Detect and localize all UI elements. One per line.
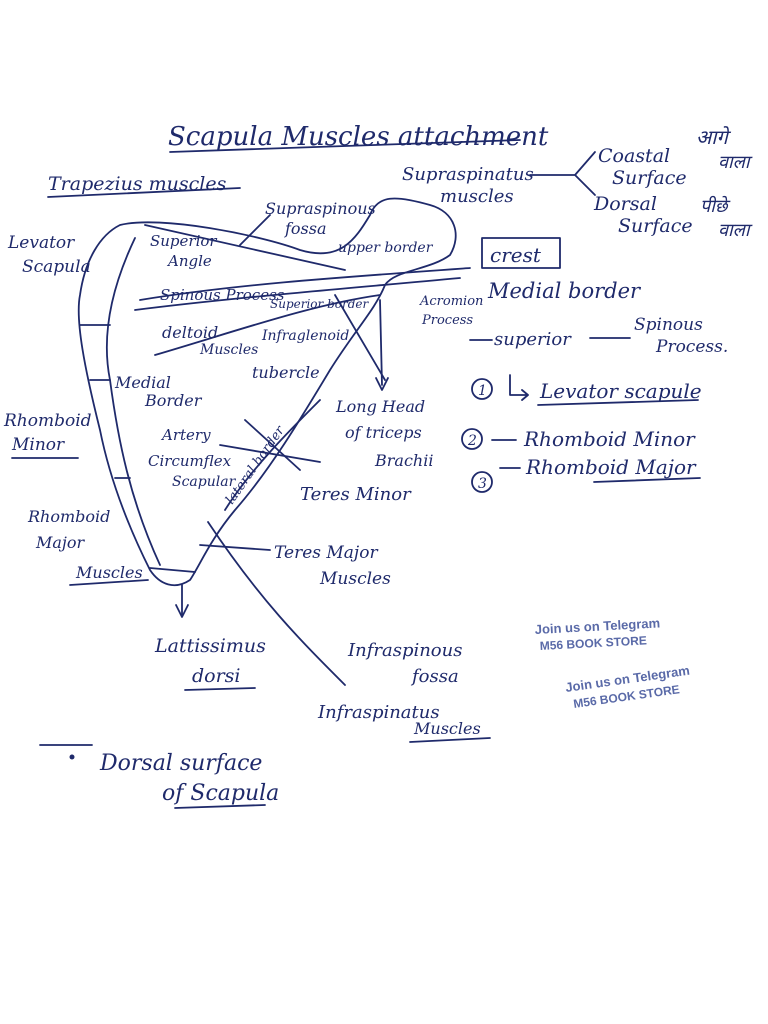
label-coastal-1: Coastal — [598, 145, 670, 167]
arrow-levator — [509, 374, 529, 401]
label-levator-2: Scapula — [22, 257, 91, 277]
supraspinatus-branch — [529, 151, 596, 196]
label-acromion-2: Process — [421, 313, 473, 328]
footer-line-1: Dorsal surface — [99, 751, 262, 776]
deltoid-line — [154, 294, 381, 356]
medial-list-item-1: Levator scapule — [539, 379, 702, 403]
medial-list-item-2: Rhomboid Minor — [523, 427, 696, 451]
label-dorsal-hindi-2: वाला — [718, 220, 753, 241]
medial-list-item-3: Rhomboid Major — [525, 455, 697, 479]
label-superior-angle-1: Superior — [150, 232, 217, 250]
rhomboid-major-underline — [69, 579, 149, 586]
medial-list-num-3: 3 — [478, 476, 487, 492]
label-artery-3: Scapular — [172, 474, 237, 490]
footer-line-2: of Scapula — [162, 781, 279, 806]
supraspinous-pointer — [239, 214, 271, 246]
long-head-arrowhead — [375, 377, 389, 391]
stamp-store-1: M56 BOOK STORE — [539, 633, 647, 653]
label-spinous-process: Spinous Process — [160, 286, 285, 304]
label-rhomboid-major-3: Muscles — [75, 563, 143, 582]
medial-list-num-2: 2 — [467, 433, 477, 449]
label-latissimus-2: dorsi — [192, 665, 241, 687]
inferior-angle-line — [149, 567, 196, 573]
label-teres-major-1: Teres Major — [274, 543, 378, 563]
label-rhomboid-minor-2: Minor — [11, 435, 65, 455]
label-rhomboid-major-2: Major — [35, 533, 86, 552]
label-infraspinous-fossa-2: fossa — [410, 666, 459, 687]
label-medial-left-1: Medial — [114, 373, 171, 392]
teres-major-pointer — [199, 544, 271, 551]
label-deltoid-1: deltoid — [162, 323, 218, 342]
label-infraspinatus-2: Muscles — [413, 719, 481, 738]
label-coastal-hindi-2: वाला — [718, 152, 753, 173]
label-medial-border-head: Medial border — [487, 279, 642, 303]
lateral-border-line — [224, 399, 321, 511]
label-dorsal-hindi-1: पीछे — [700, 195, 731, 217]
crest-box — [481, 237, 561, 269]
title-underline — [169, 139, 521, 153]
stamp-telegram-1: Join us on Telegram — [534, 615, 660, 637]
label-lateral-border: lateral border — [223, 423, 288, 507]
long-head-arrow — [379, 299, 383, 386]
infraspinatus-line — [207, 521, 346, 686]
label-crest: crest — [490, 243, 542, 267]
page-title: Scapula Muscles attachment — [168, 122, 549, 152]
medial-list-dashes — [469, 337, 631, 341]
trapezius-underline — [47, 187, 241, 198]
label-infraspinous-fossa-1: Infraspinous — [347, 640, 462, 661]
label-dorsal-1: Dorsal — [593, 193, 657, 215]
latissimus-arrowhead — [175, 604, 189, 618]
label-superior-border: Superior border — [270, 297, 370, 311]
label-trapezius: Trapezius muscles — [48, 173, 227, 195]
scapula-outline — [77, 197, 457, 587]
trapezius-pointer — [144, 224, 346, 271]
medial-list-superior: superior — [494, 329, 572, 350]
spine-line — [139, 267, 471, 301]
footer-underline — [174, 804, 266, 809]
label-supraspinous-1: Supraspinous — [265, 199, 376, 218]
label-infraglenoid-2: tubercle — [252, 363, 320, 382]
label-long-head-3: Brachii — [374, 451, 433, 470]
label-acromion-1: Acromion — [419, 294, 483, 309]
label-upper-border: upper border — [338, 240, 434, 256]
label-supraspinatus-1: Supraspinatus — [402, 164, 534, 185]
footer-bullet — [69, 754, 75, 760]
label-artery-2: Circumflex — [148, 452, 232, 470]
artery-cross-1 — [244, 419, 301, 471]
label-teres-major-2: Muscles — [319, 569, 391, 589]
label-deltoid-2: Muscles — [199, 342, 258, 358]
spine-line-2 — [134, 277, 461, 311]
label-coastal-hindi-1: आगे — [696, 125, 731, 149]
label-infraglenoid-1: Infraglenoid — [261, 328, 349, 344]
label-levator-1: Levator — [7, 233, 75, 253]
acromion-line — [334, 294, 386, 381]
label-supraspinous-2: fossa — [284, 219, 327, 238]
item1-underline — [537, 399, 699, 406]
label-latissimus-1: Lattissimus — [154, 635, 266, 657]
latissimus-underline — [184, 687, 256, 691]
number-circle-1 — [471, 378, 493, 400]
artery-cross-2 — [219, 444, 321, 463]
label-long-head-1: Long Head — [335, 397, 425, 416]
number-circle-2 — [461, 428, 483, 450]
label-medial-left-2: Border — [144, 391, 203, 410]
label-rhomboid-minor-1: Rhomboid — [3, 411, 92, 431]
medial-list-spinous-1: Spinous — [634, 315, 703, 335]
label-artery-1: Artery — [160, 426, 211, 444]
label-superior-angle-2: Angle — [166, 252, 212, 270]
item3-underline — [593, 477, 701, 483]
number-circle-3 — [471, 471, 493, 493]
medial-list-num-1: 1 — [478, 383, 487, 399]
infraspinatus-underline — [409, 737, 491, 743]
label-rhomboid-major-1: Rhomboid — [27, 507, 110, 526]
medial-list-spinous-2: Process. — [655, 337, 728, 357]
label-coastal-2: Surface — [612, 167, 687, 189]
label-dorsal-2: Surface — [618, 215, 693, 237]
label-long-head-2: of triceps — [345, 423, 422, 442]
label-supraspinatus-2: muscles — [440, 186, 514, 207]
label-teres-minor: Teres Minor — [300, 484, 412, 505]
label-infraspinatus-1: Infraspinatus — [317, 702, 440, 723]
